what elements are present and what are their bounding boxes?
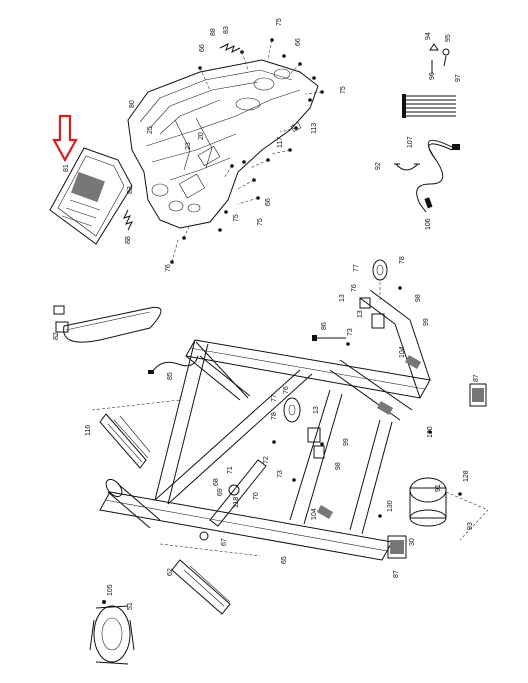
power-cord bbox=[416, 139, 460, 213]
wheel-upper bbox=[359, 259, 388, 329]
part-label: 13 bbox=[357, 310, 364, 318]
clamp-bracket bbox=[394, 163, 420, 171]
part-label: 69 bbox=[217, 488, 224, 496]
cable-ties bbox=[402, 94, 456, 118]
hatched-plates bbox=[316, 355, 422, 519]
part-label: 105 bbox=[107, 584, 114, 596]
part-label: 68 bbox=[213, 478, 220, 486]
part-label: 75 bbox=[257, 218, 264, 226]
part-label: 80 bbox=[129, 100, 136, 108]
part-label: 99 bbox=[423, 318, 430, 326]
part-label: 87 bbox=[473, 374, 480, 382]
part-label: 87 bbox=[393, 570, 400, 578]
part-label: 82 bbox=[53, 332, 60, 340]
part-label: 13 bbox=[339, 294, 346, 302]
part-label: 104 bbox=[399, 346, 406, 358]
bolts-misc bbox=[272, 286, 462, 518]
part-label: 98 bbox=[415, 294, 422, 302]
part-label: 75 bbox=[340, 86, 347, 94]
main-frame bbox=[99, 289, 431, 561]
part-label: 130 bbox=[427, 426, 434, 438]
part-label: 130 bbox=[387, 500, 394, 512]
part-label: 86 bbox=[321, 322, 328, 330]
part-label: 93 bbox=[467, 522, 474, 530]
part-label: 77 bbox=[271, 394, 278, 402]
part-label: 23 bbox=[185, 142, 192, 150]
part-label: 66 bbox=[265, 198, 272, 206]
part-label: 96 bbox=[429, 72, 436, 80]
part-label: 118 bbox=[233, 497, 240, 508]
part-label: 25 bbox=[147, 126, 154, 134]
part-label: 20 bbox=[198, 132, 205, 140]
part-label: 77 bbox=[353, 264, 360, 272]
pad-assembly bbox=[89, 600, 135, 665]
part-label: 65 bbox=[281, 556, 288, 564]
part-label: 91 bbox=[435, 484, 442, 492]
part-label: 75 bbox=[276, 18, 283, 26]
part-label: 94 bbox=[425, 32, 432, 40]
part-label: 70 bbox=[253, 492, 260, 500]
part-label: 72 bbox=[263, 456, 270, 464]
part-label: 78 bbox=[399, 256, 406, 264]
part-label: 97 bbox=[455, 74, 462, 82]
part-label: 113 bbox=[311, 123, 318, 134]
part-label: 71 bbox=[227, 466, 234, 474]
part-label: 83 bbox=[223, 26, 230, 34]
part-label: 104 bbox=[311, 508, 318, 520]
part-label: 99 bbox=[343, 438, 350, 446]
part-label: 88 bbox=[210, 28, 217, 36]
part-label: 117 bbox=[277, 137, 284, 148]
grip-lower bbox=[159, 543, 261, 615]
part-labels: 80 25 88 83 75 66 66 75 23 20 113 117 66… bbox=[53, 18, 480, 610]
console-assembly bbox=[127, 38, 324, 264]
fastener-kit bbox=[429, 43, 450, 74]
motor-assembly bbox=[409, 477, 489, 541]
part-label: 98 bbox=[335, 462, 342, 470]
part-label: 30 bbox=[409, 538, 416, 546]
part-label: 81 bbox=[63, 164, 70, 172]
part-label: 83 bbox=[127, 186, 134, 194]
wheel-middle bbox=[283, 397, 325, 459]
bolt-86 bbox=[312, 335, 346, 341]
part-label: 76 bbox=[165, 264, 172, 272]
drive-belt-strip bbox=[53, 305, 162, 343]
part-label: 78 bbox=[271, 412, 278, 420]
part-label: 66 bbox=[199, 44, 206, 52]
part-label: 13 bbox=[313, 406, 320, 414]
part-label: 92 bbox=[375, 162, 382, 170]
part-label: 95 bbox=[445, 34, 452, 42]
bracket-plate bbox=[199, 459, 267, 541]
part-label: 88 bbox=[125, 236, 132, 244]
grip-left bbox=[91, 399, 181, 469]
part-label: 62 bbox=[167, 568, 174, 576]
part-label: 67 bbox=[221, 538, 228, 546]
part-label: 128 bbox=[463, 470, 470, 482]
part-label: 75 bbox=[233, 214, 240, 222]
end-caps bbox=[387, 383, 487, 559]
part-label: 116 bbox=[85, 425, 92, 436]
part-label: 106 bbox=[425, 218, 432, 230]
part-label: 85 bbox=[167, 372, 174, 380]
part-label: 51 bbox=[127, 602, 134, 610]
part-label: 76 bbox=[283, 386, 290, 394]
part-label: 76 bbox=[351, 284, 358, 292]
cable-85 bbox=[148, 355, 199, 374]
part-label: 107 bbox=[407, 136, 414, 148]
part-label: 73 bbox=[347, 328, 354, 336]
callout-arrow bbox=[52, 114, 78, 163]
console-keypad[interactable] bbox=[49, 147, 133, 245]
part-label: 73 bbox=[277, 470, 284, 478]
part-label: 66 bbox=[295, 38, 302, 46]
